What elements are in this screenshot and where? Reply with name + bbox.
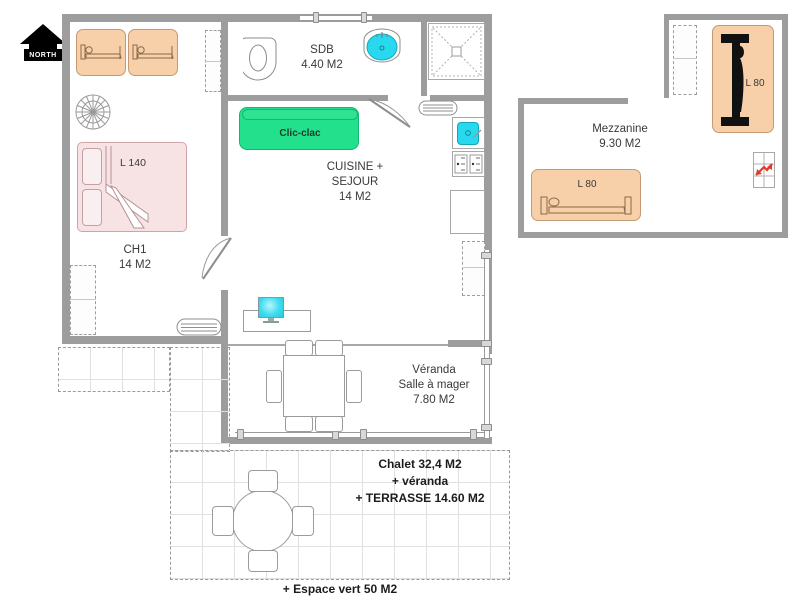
bed-glyph-icon — [80, 44, 122, 60]
window-handle[interactable] — [481, 340, 492, 347]
summary-line-1: Chalet 32,4 M2 — [378, 457, 462, 471]
summary-line-3: + TERRASSE 14.60 M2 — [355, 491, 485, 505]
tv-stand-base — [263, 321, 279, 323]
dining-chair-s1 — [285, 416, 313, 432]
tv-screen — [258, 297, 284, 318]
wall-partition-sdb-shower — [421, 18, 427, 96]
wall-veranda-south — [221, 437, 492, 444]
sofa-clic-clac-label: Clic-clac — [279, 128, 321, 139]
pillow-1 — [82, 148, 102, 185]
bed-l80-vertical-label: L 80 — [745, 78, 765, 89]
wardrobe-mezzanine-line — [673, 58, 697, 59]
bed-glyph-icon — [721, 34, 749, 126]
stairs-arrow-icon — [753, 152, 775, 188]
door-sdb-icon[interactable] — [366, 97, 422, 131]
wall-partition-sdb-cuisine — [228, 95, 388, 101]
terrace-chair-e — [292, 506, 314, 536]
compass-label: NORTH — [29, 51, 57, 59]
cupboard-cuisine-line — [462, 267, 485, 268]
terrace-chair-s — [248, 550, 278, 572]
room-label-sdb: SDB 4.40 M2 — [301, 44, 343, 71]
kitchen-stove-icon — [452, 151, 485, 177]
wall-north-main — [62, 14, 492, 22]
room-label-ch1: CH1 14 M2 — [119, 244, 151, 271]
toilet-icon — [243, 37, 277, 81]
terrace-chair-w — [212, 506, 234, 536]
bed-l80-horizontal: L 80 — [531, 169, 641, 221]
wall-mezz-east — [782, 14, 788, 238]
wall-mezz-north — [664, 14, 788, 20]
terrace-strip-west — [58, 347, 170, 392]
sink-icon — [363, 28, 401, 63]
kitchen-cabinet-icon — [450, 190, 485, 234]
summary-footer: + Espace vert 50 M2 — [282, 582, 398, 596]
twin-bed-1 — [76, 29, 126, 76]
north-compass: NORTH — [18, 22, 68, 70]
wall-east-main — [484, 14, 492, 354]
wardrobe-mezzanine-icon — [673, 25, 697, 95]
dining-chair-s2 — [315, 416, 343, 432]
compass-label-bar: NORTH — [24, 49, 62, 61]
window-handle[interactable] — [481, 424, 492, 431]
window-handle[interactable] — [237, 429, 244, 440]
window-handle[interactable] — [361, 12, 367, 23]
bed-l140-label: L 140 — [120, 157, 146, 169]
wardrobe-ch1-center-line — [70, 299, 96, 300]
kitchen-sink-icon — [457, 122, 479, 145]
window-handle[interactable] — [470, 429, 477, 440]
sofa-backrest — [242, 109, 358, 120]
wall-west-main — [62, 14, 70, 344]
twin-bed-2 — [128, 29, 178, 76]
terrace-round-table — [232, 490, 294, 552]
radiator-cuisine-icon — [418, 100, 458, 116]
wall-partition-ch1-cuisine — [221, 14, 228, 236]
dining-chair-w — [266, 370, 282, 403]
summary-line-2: + véranda — [391, 474, 449, 488]
shower-icon — [428, 23, 485, 80]
bed-l140: L 140 — [77, 142, 187, 232]
pillow-2 — [82, 189, 102, 226]
wall-mezz-west — [518, 98, 524, 238]
kitchen-sink-counter — [452, 117, 485, 149]
wardrobe-ch1-ne-line — [205, 61, 221, 62]
window-handle[interactable] — [313, 12, 319, 23]
wall-partition-ch1-cuisine-lower — [221, 290, 228, 344]
bed-l80-horizontal-label: L 80 — [577, 179, 597, 190]
duvet-fold-icon — [105, 146, 149, 229]
dining-table-veranda — [283, 355, 345, 417]
wall-veranda-north-stub — [448, 340, 492, 347]
bed-glyph-icon — [540, 196, 632, 215]
door-ch1-icon[interactable] — [200, 236, 234, 292]
bed-glyph-icon — [132, 44, 174, 60]
wall-mezz-south — [518, 232, 788, 238]
room-label-cuisine: CUISINE + SEJOUR 14 M2 — [326, 161, 384, 203]
cupboard-cuisine-icon — [462, 241, 485, 296]
wall-south-ch1 — [62, 336, 228, 344]
north-arrow-icon — [20, 24, 66, 53]
window-handle[interactable] — [481, 252, 492, 259]
window-handle[interactable] — [360, 429, 367, 440]
wall-partition-sdb-cuisine-right — [430, 95, 486, 101]
window-handle[interactable] — [481, 358, 492, 365]
terrace-chair-n — [248, 470, 278, 492]
dining-chair-e — [346, 370, 362, 403]
round-side-table-icon — [75, 94, 111, 130]
wall-mezz-upper-west — [664, 14, 669, 98]
sofa-clic-clac: Clic-clac — [239, 107, 359, 150]
window-sdb-north — [300, 15, 372, 21]
room-label-mezzanine: Mezzanine 9.30 M2 — [592, 123, 648, 150]
room-label-veranda: Véranda Salle à mager 7.80 M2 — [398, 364, 470, 406]
dining-chair-n2 — [315, 340, 343, 356]
tv-stand-neck — [268, 318, 274, 321]
dining-chair-n1 — [285, 340, 313, 356]
tv-icon — [256, 296, 286, 324]
wall-mezz-lower-north — [518, 98, 628, 104]
wardrobe-ch1-icon — [70, 265, 96, 335]
radiator-ch1-icon — [176, 318, 222, 336]
terrace-strip-middle — [170, 347, 230, 452]
bed-l80-vertical: L 80 — [712, 25, 774, 133]
